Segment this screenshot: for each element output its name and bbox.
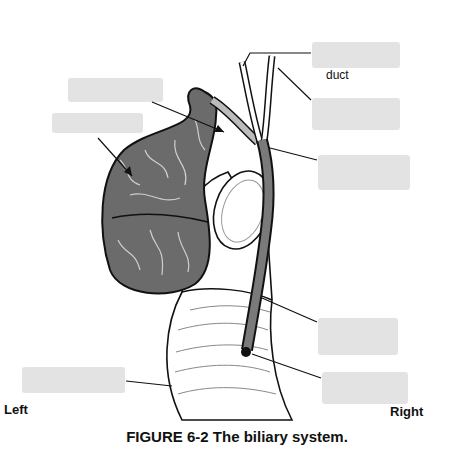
label-blank — [322, 372, 408, 404]
leader-arrowhead — [214, 125, 224, 132]
label-blank — [52, 113, 143, 133]
leader-line — [126, 381, 172, 386]
common-bile-duct-outline — [247, 140, 269, 350]
duodenum-fold — [175, 365, 270, 372]
label-blank — [318, 155, 410, 190]
label-blank — [312, 42, 400, 68]
ampulla-dot — [241, 347, 251, 357]
gallbladder-edge — [112, 215, 208, 222]
figure-caption: FIGURE 6-2 The biliary system. — [126, 428, 348, 445]
leader-line — [278, 68, 311, 100]
part-label: duct — [326, 68, 349, 82]
hepatic-duct — [242, 62, 260, 142]
leader-line — [252, 354, 321, 378]
leader-lines — [98, 53, 321, 386]
leader-line — [270, 148, 317, 160]
label-blank — [68, 78, 163, 102]
gallbladder-mucosa — [118, 120, 205, 275]
label-boxes — [22, 42, 410, 404]
duodenum-fold — [178, 388, 276, 394]
leader-arrowhead — [124, 166, 132, 176]
part-label: Right — [390, 404, 423, 419]
duodenum-fold — [176, 345, 268, 352]
hepatic-duct — [264, 56, 272, 142]
label-blank — [318, 318, 398, 355]
hepatic-duct-outline — [264, 56, 272, 142]
label-blank — [312, 98, 400, 130]
part-label: Left — [4, 402, 28, 417]
common-bile-duct — [247, 140, 269, 350]
leader-line — [262, 298, 317, 322]
bile-ducts — [212, 56, 272, 357]
hepatic-duct-outline — [242, 62, 260, 142]
leader-line — [243, 53, 311, 66]
leader-line — [152, 102, 224, 132]
label-blank — [22, 367, 125, 393]
leader-line — [98, 138, 132, 176]
